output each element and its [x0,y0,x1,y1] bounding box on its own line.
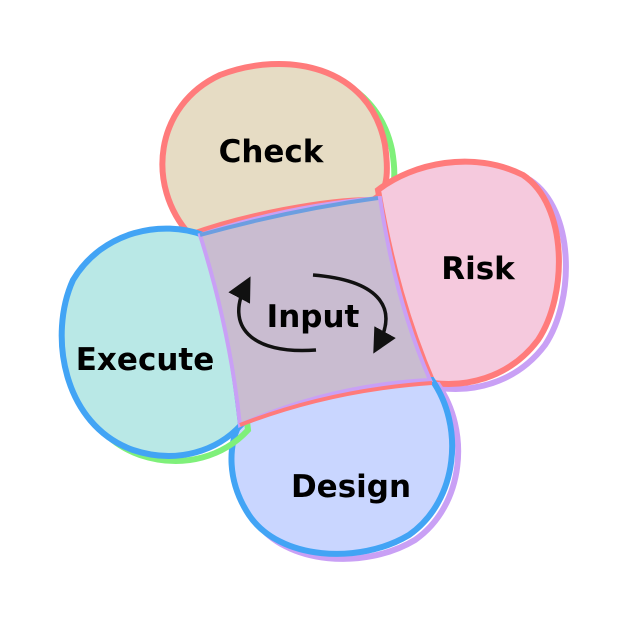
center-outline-blue [199,196,379,237]
petal-design-label: Design [291,469,411,505]
petal-risk-label: Risk [441,251,516,287]
center-label: Input [267,299,360,335]
petal-risk [374,158,569,392]
cycle-arrow-right [312,273,396,354]
cycle-arrow-left [228,276,317,353]
petal-execute-label: Execute [76,342,215,378]
petal-check-label: Check [219,134,325,170]
center-outline-red [239,381,433,427]
